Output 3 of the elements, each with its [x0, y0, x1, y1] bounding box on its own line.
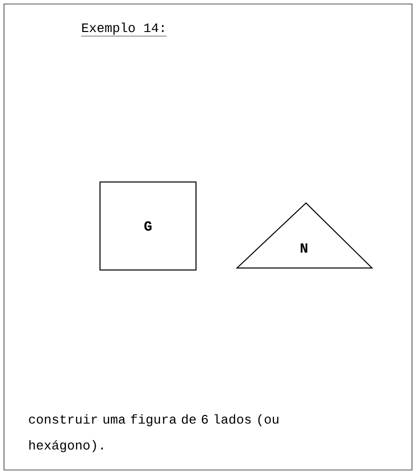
heading: Exemplo 14:: [81, 22, 167, 36]
square-box: G: [100, 182, 196, 270]
instruction-text: construir uma figura de 6 lados (ou hexágono).: [29, 414, 278, 452]
